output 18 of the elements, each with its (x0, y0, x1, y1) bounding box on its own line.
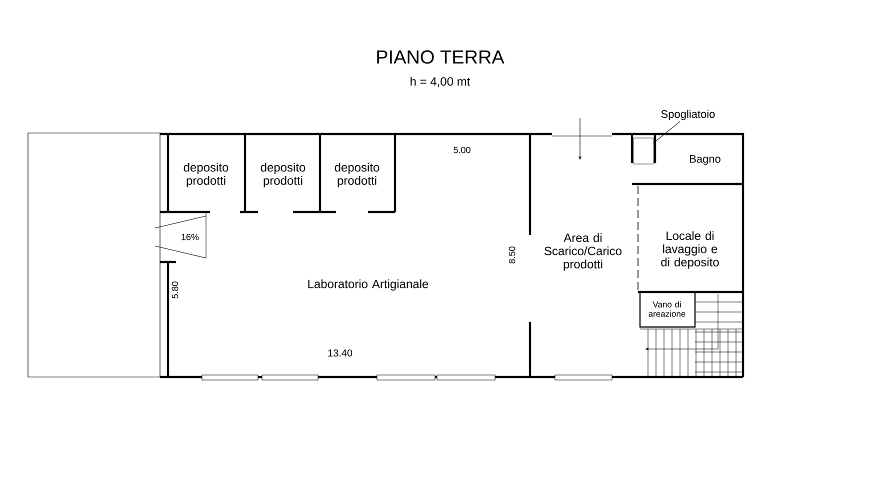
title: PIANO TERRA (377, 50, 504, 64)
room-label: Locale di lavaggio e di deposito (661, 231, 719, 269)
leader-line (653, 121, 680, 143)
dimension-text: 5.80 (172, 282, 178, 298)
slope-label: 16% (182, 234, 199, 240)
room-label: deposito prodotti (334, 162, 380, 188)
room-label: Bagno (690, 155, 720, 165)
room-label: deposito prodotti (184, 162, 228, 188)
dimension-text: 5.00 (454, 146, 470, 154)
room-label: deposito prodotti (260, 162, 306, 188)
room-label: Spogliatoio (661, 110, 715, 120)
height-note: h = 4,00 mt (410, 76, 470, 88)
changing-room (633, 138, 654, 164)
dimension-text: 13.40 (328, 349, 352, 357)
room-label: Laboratorio Artigianale (308, 279, 428, 291)
dimension-text: 8.50 (508, 246, 516, 264)
room-label: Area di Scarico/Carico prodotti (544, 233, 622, 271)
room-label: Vano di areazione (648, 301, 686, 317)
